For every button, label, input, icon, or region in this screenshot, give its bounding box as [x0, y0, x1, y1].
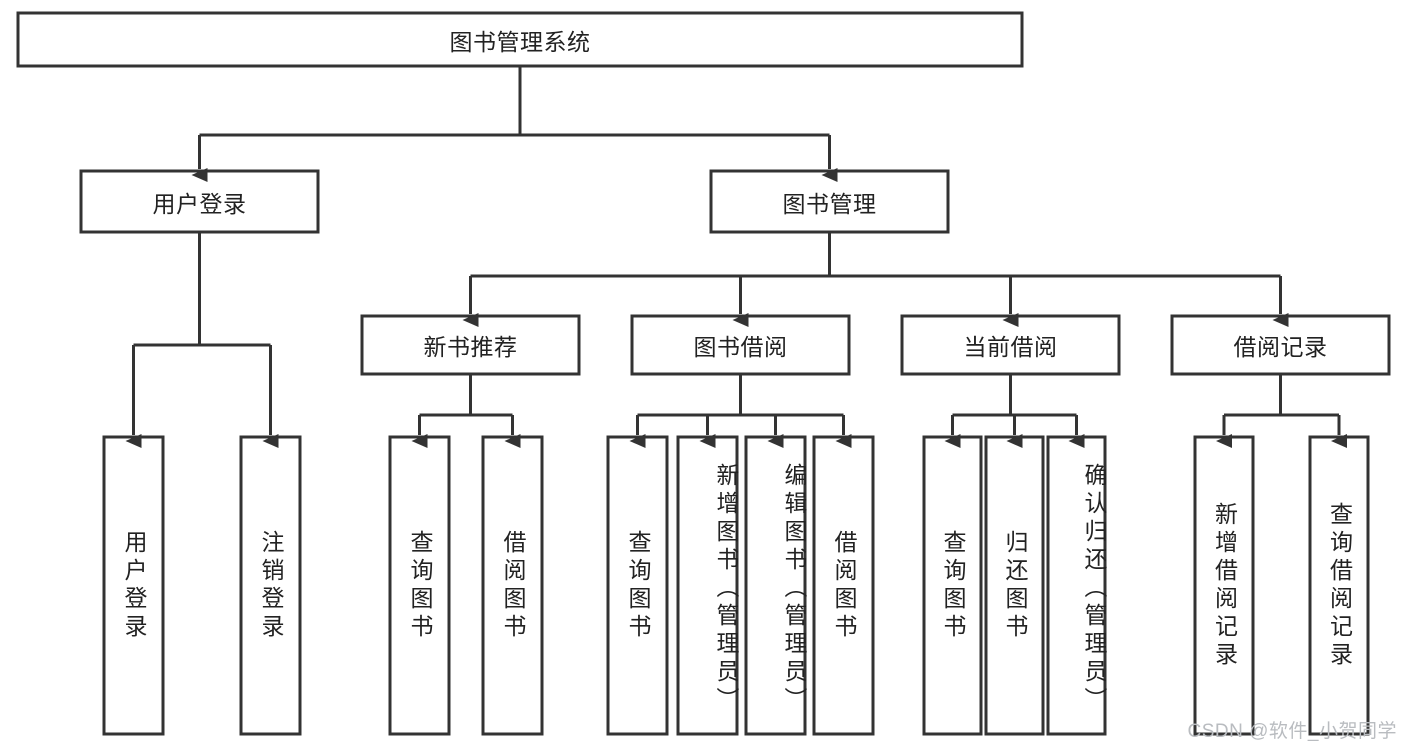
connector-lines-layer — [125, 66, 1347, 448]
node-boxes-layer — [16, 11, 1391, 736]
node-leaf-box-1[interactable] — [239, 435, 302, 736]
node-leaf-box-5[interactable] — [676, 435, 739, 736]
node-level3-box-1[interactable] — [630, 314, 851, 376]
node-level3-box-2[interactable] — [900, 314, 1121, 376]
node-level3-box-0[interactable] — [360, 314, 581, 376]
node-leaf-box-11[interactable] — [1193, 435, 1255, 736]
node-leaf-box-4[interactable] — [606, 435, 669, 736]
csdn-watermark: CSDN @软件_小贺同学 — [1187, 721, 1397, 742]
node-level2-box-1[interactable] — [709, 169, 950, 234]
node-leaf-box-7[interactable] — [812, 435, 875, 736]
node-level2-box-0[interactable] — [79, 169, 320, 234]
node-leaf-box-12[interactable] — [1308, 435, 1370, 736]
node-leaf-box-9[interactable] — [984, 435, 1045, 736]
node-root-box[interactable] — [16, 11, 1024, 68]
node-leaf-box-8[interactable] — [922, 435, 983, 736]
node-leaf-box-6[interactable] — [744, 435, 807, 736]
node-leaf-box-0[interactable] — [102, 435, 165, 736]
node-leaf-box-10[interactable] — [1046, 435, 1107, 736]
node-leaf-box-2[interactable] — [388, 435, 451, 736]
node-leaf-box-3[interactable] — [481, 435, 544, 736]
node-level3-box-3[interactable] — [1170, 314, 1391, 376]
